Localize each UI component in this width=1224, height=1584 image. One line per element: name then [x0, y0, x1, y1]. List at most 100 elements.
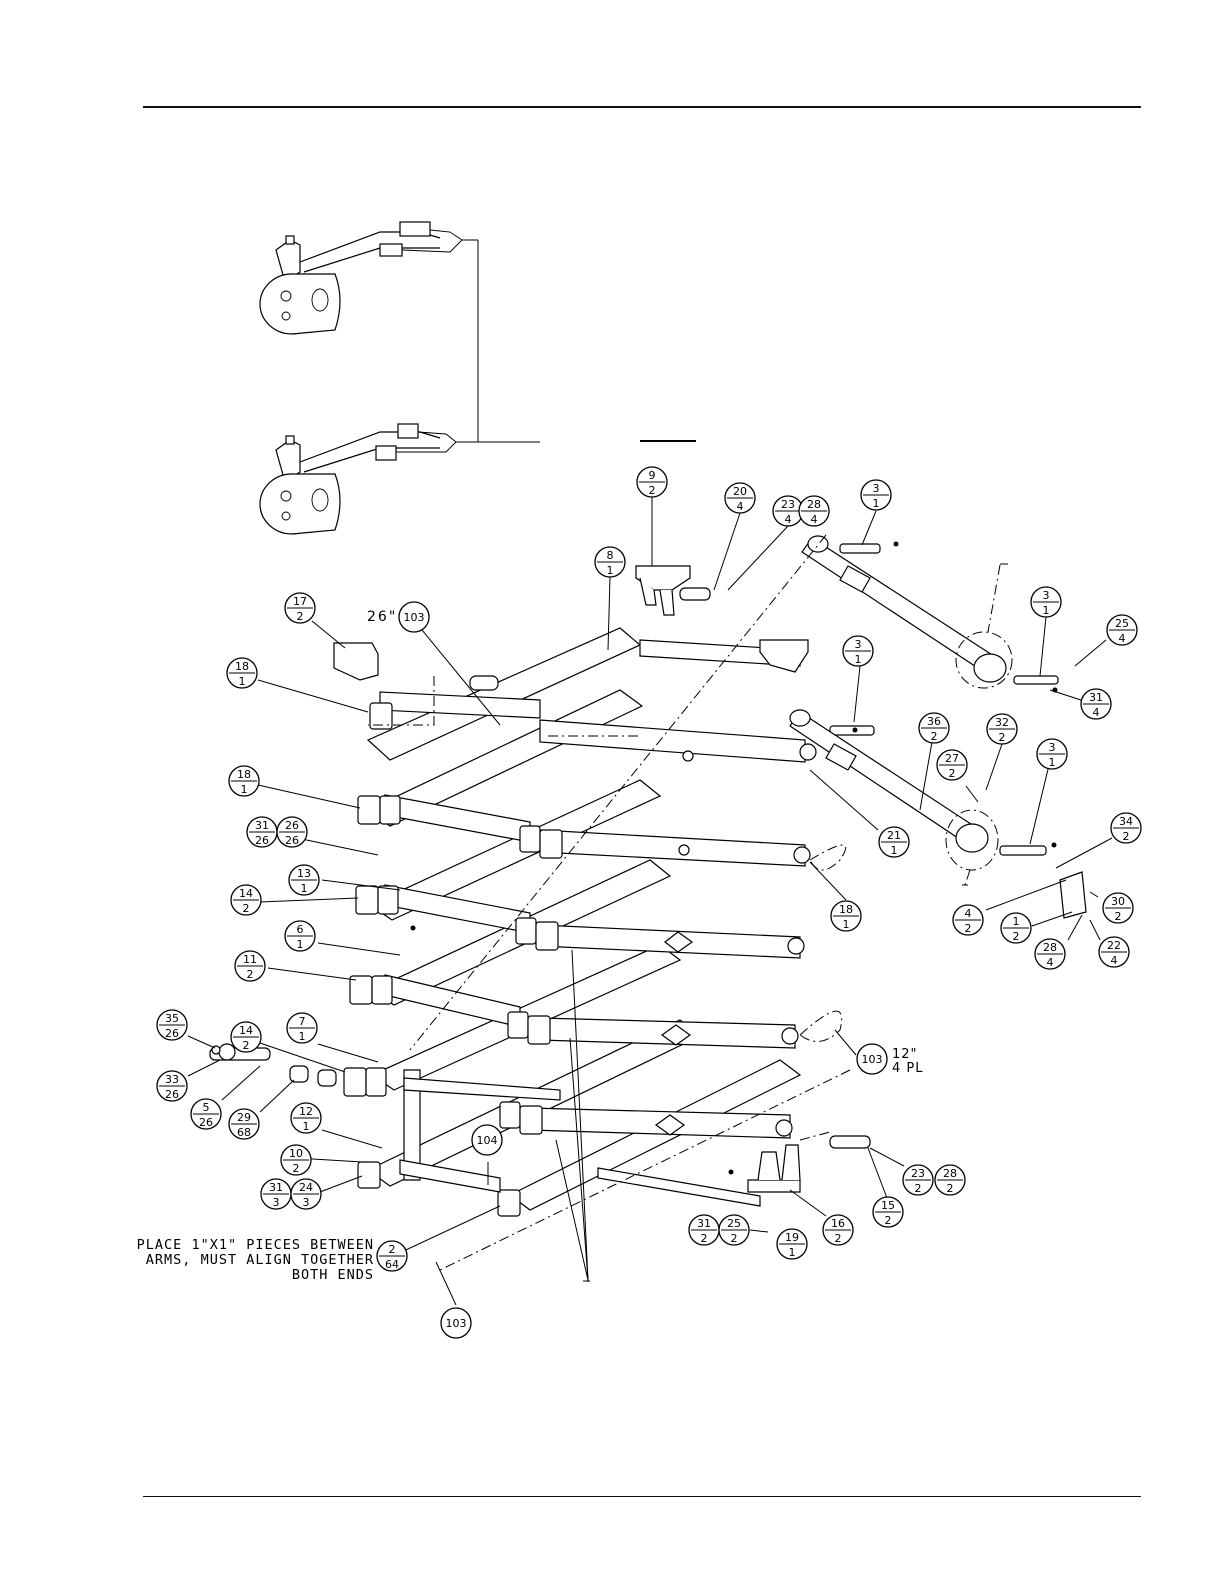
callout-quantity: 68 — [237, 1126, 251, 1139]
callout-ref-c104: 104 — [471, 1124, 503, 1156]
callout-item-22: 224 — [1098, 936, 1130, 968]
callout-item-number: 3 — [873, 482, 880, 495]
callout-quantity: 4 — [737, 500, 744, 513]
callout-quantity: 26 — [199, 1116, 213, 1129]
bushing-26in — [469, 675, 499, 691]
callout-item-number: 8 — [607, 549, 614, 562]
hose-fitting-lower-b — [375, 445, 397, 461]
callout-item-number: 18 — [839, 903, 853, 916]
callout-item-number: 24 — [299, 1181, 313, 1194]
callout-item-28: 284 — [1034, 938, 1066, 970]
callout-item-5: 526 — [190, 1098, 222, 1130]
callout-item-28: 282 — [934, 1164, 966, 1196]
callout-quantity: 2 — [1123, 830, 1130, 843]
callout-item-number: 9 — [649, 469, 656, 482]
callout-quantity: 26 — [165, 1088, 179, 1101]
callout-item-number: 27 — [945, 752, 959, 765]
callout-item-4: 42 — [952, 904, 984, 936]
callout-item-number: 13 — [297, 867, 311, 880]
callout-item-23: 234 — [772, 495, 804, 527]
length-12-label: 12" — [892, 1047, 918, 1062]
callout-ref-number: 103 — [404, 611, 425, 624]
callout-quantity: 4 — [1111, 954, 1118, 967]
note-line-2: ARMS, MUST ALIGN TOGETHER — [145, 1252, 374, 1268]
callout-item-14: 142 — [230, 884, 262, 916]
callout-quantity: 1 — [299, 1030, 306, 1043]
callout-quantity: 4 — [811, 513, 818, 526]
callout-item-number: 18 — [237, 768, 251, 781]
caster-inset — [259, 221, 696, 535]
callout-item-31: 314 — [1080, 688, 1112, 720]
callout-ref-number: 103 — [446, 1317, 467, 1330]
callout-item-32: 322 — [986, 713, 1018, 745]
hose-fitting-lower-a — [397, 423, 419, 439]
callout-quantity: 1 — [607, 564, 614, 577]
length-26-label: 26" — [367, 609, 397, 625]
callout-item-9: 92 — [636, 466, 668, 498]
callout-item-21: 211 — [878, 826, 910, 858]
callout-item-number: 22 — [1107, 939, 1121, 952]
callout-quantity: 4 — [785, 513, 792, 526]
callout-item-18: 181 — [228, 765, 260, 797]
callout-item-number: 17 — [293, 595, 307, 608]
callout-quantity: 3 — [273, 1196, 280, 1209]
callout-item-13: 131 — [288, 864, 320, 896]
pin-20 — [679, 587, 711, 601]
caster-wheel-upper — [259, 231, 441, 335]
caster-wheel-lower — [259, 431, 441, 535]
callout-item-16: 162 — [822, 1214, 854, 1246]
callout-quantity: 64 — [385, 1258, 399, 1271]
callout-item-8: 81 — [594, 546, 626, 578]
cylinder-lower — [789, 709, 999, 871]
hose-fitting-upper-b — [379, 243, 403, 257]
callout-item-25: 254 — [1106, 614, 1138, 646]
spacer-29 — [289, 1065, 309, 1083]
callout-item-number: 36 — [927, 715, 941, 728]
pin-15 — [829, 1135, 871, 1149]
note-line-3: BOTH ENDS — [291, 1267, 374, 1283]
callout-item-number: 18 — [235, 660, 249, 673]
callout-item-34: 342 — [1110, 812, 1142, 844]
callout-item-18: 181 — [226, 657, 258, 689]
callout-quantity: 1 — [873, 497, 880, 510]
callout-item-3: 31 — [842, 635, 874, 667]
callout-item-30: 302 — [1102, 892, 1134, 924]
callout-item-10: 102 — [280, 1144, 312, 1176]
callout-item-number: 5 — [203, 1101, 210, 1114]
callout-item-25: 252 — [718, 1214, 750, 1246]
callout-item-3: 31 — [1030, 586, 1062, 618]
callout-item-28: 284 — [798, 495, 830, 527]
callout-quantity: 4 — [1047, 956, 1054, 969]
callout-quantity: 26 — [285, 834, 299, 847]
callout-item-number: 15 — [881, 1199, 895, 1212]
callout-item-23: 232 — [902, 1164, 934, 1196]
callout-item-19: 191 — [776, 1228, 808, 1260]
callout-ref-c103a: 103 — [398, 601, 430, 633]
callout-item-number: 3 — [1043, 589, 1050, 602]
callout-item-number: 26 — [285, 819, 299, 832]
callout-item-2: 264 — [376, 1240, 408, 1272]
plate-4 — [1059, 871, 1087, 919]
callout-quantity: 2 — [247, 968, 254, 981]
callout-quantity: 1 — [1043, 604, 1050, 617]
callout-item-1: 12 — [1000, 912, 1032, 944]
callout-item-number: 7 — [299, 1015, 306, 1028]
callout-item-number: 32 — [995, 716, 1009, 729]
text-labels: 26" 12" 4 PL — [367, 609, 923, 1076]
callout-item-number: 30 — [1111, 895, 1125, 908]
callout-quantity: 2 — [731, 1232, 738, 1245]
cylinder-upper — [801, 535, 1013, 689]
bracket-16 — [747, 1179, 801, 1193]
callout-item-3: 31 — [1036, 738, 1068, 770]
callout-item-31: 313 — [260, 1178, 292, 1210]
callout-quantity: 1 — [843, 918, 850, 931]
callout-item-31: 312 — [688, 1214, 720, 1246]
callout-item-number: 11 — [243, 953, 257, 966]
callout-item-number: 19 — [785, 1231, 799, 1244]
callout-item-number: 31 — [255, 819, 269, 832]
callout-quantity: 2 — [931, 730, 938, 743]
callout-quantity: 2 — [701, 1232, 708, 1245]
